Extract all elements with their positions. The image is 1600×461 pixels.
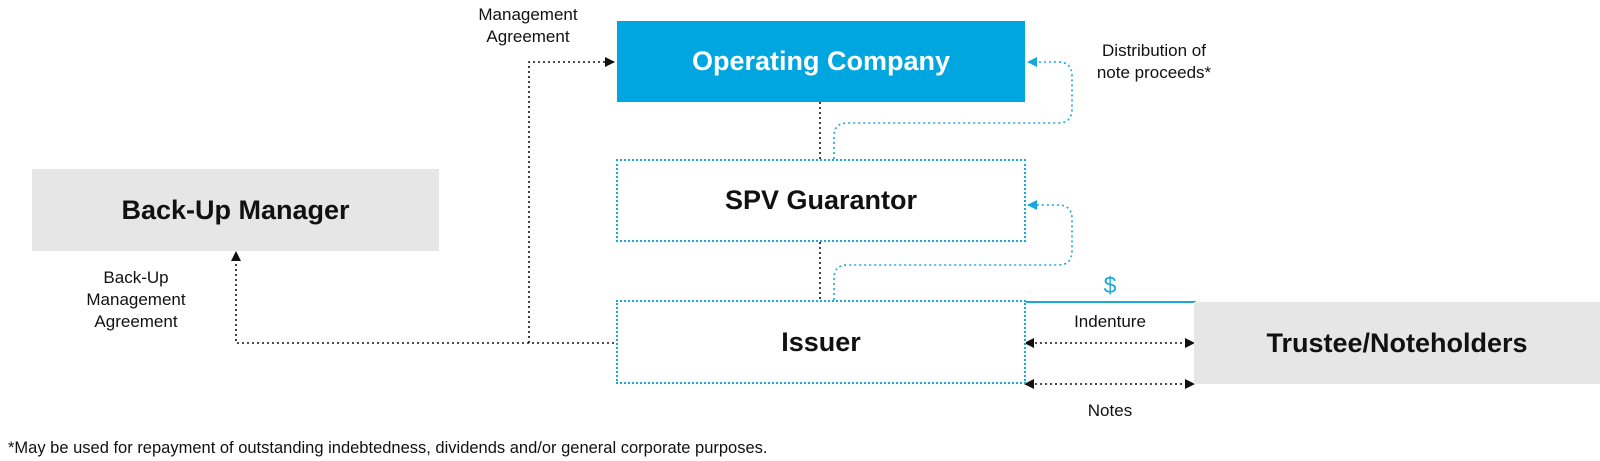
issuer-label: Issuer [781,326,861,357]
distribution-arrow-to-spv [833,200,1073,300]
indenture-label: Indenture [1074,312,1146,331]
management-agreement-arrow [528,57,615,344]
backup-agreement-arrow [231,251,529,344]
backup-manager-box: Back-Up Manager [32,169,439,251]
management-agreement-label: Management Agreement [478,5,578,46]
spv-guarantor-label: SPV Guarantor [724,185,918,215]
operating-company-label: Operating Company [691,46,951,76]
backup-manager-label: Back-Up Manager [121,194,350,225]
notes-label: Notes [1087,401,1133,420]
dollar-label: $ [1103,272,1117,298]
footnote: *May be used for repayment of outstandin… [8,439,768,457]
distribution-label: Distribution of note proceeds* [1096,41,1212,82]
trustee-noteholders-box: Trustee/Noteholders [1194,302,1600,384]
issuer-box: Issuer [616,300,1026,384]
backup-agreement-label: Back-Up Management Agreement [86,268,186,331]
spv-guarantor-box: SPV Guarantor [616,159,1026,242]
operating-company-box: Operating Company [617,21,1025,102]
trustee-noteholders-label: Trustee/Noteholders [1266,327,1528,358]
distribution-arrow-to-operating [833,57,1073,159]
